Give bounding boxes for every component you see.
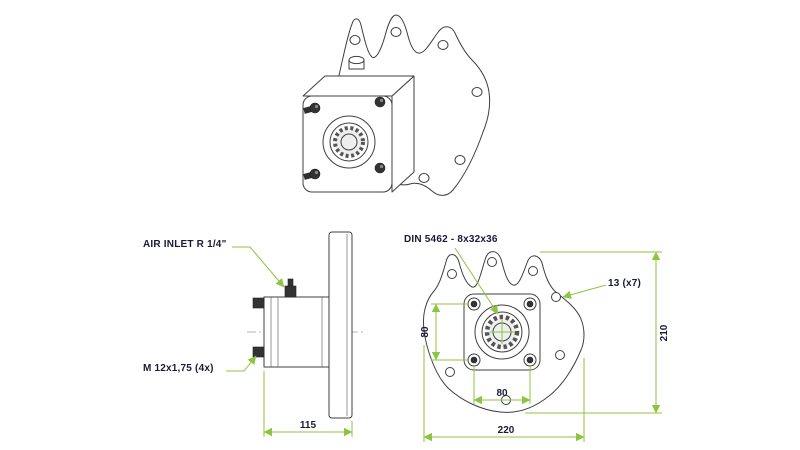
dim-80h-label: 80 — [496, 388, 508, 399]
thread-label: M 12x1,75 (4x) — [143, 363, 214, 374]
side-bolts — [252, 297, 265, 358]
isometric-view — [302, 14, 491, 196]
hole-spec-label: 13 (x7) — [608, 278, 641, 289]
annotation-spline-spec: DIN 5462 - 8x32x36 — [404, 234, 499, 315]
annotation-hole-spec: 13 (x7) — [562, 278, 641, 299]
air-inlet-label: AIR INLET R 1/4" — [143, 239, 227, 250]
front-spline-bore — [474, 304, 530, 360]
side-flange-plate — [328, 231, 353, 419]
dim-115-label: 115 — [300, 420, 317, 431]
iso-flange-holes — [349, 27, 483, 183]
annotation-air-inlet: AIR INLET R 1/4" — [143, 239, 285, 288]
dim-80v-label: 80 — [420, 326, 431, 338]
iso-spline-bore — [322, 115, 376, 169]
iso-body — [302, 55, 415, 193]
iso-bolts — [303, 96, 386, 180]
dimension-80-horizontal: 80 — [473, 366, 531, 405]
iso-filler-plug — [348, 55, 365, 70]
front-view: DIN 5462 - 8x32x36 13 (x7) 80 80 210 — [404, 234, 670, 442]
side-view: 115 AIR INLET R 1/4" M 12x1,75 (4x) — [143, 231, 363, 437]
side-body — [263, 296, 330, 368]
dimension-220: 220 — [423, 345, 585, 442]
spline-spec-label: DIN 5462 - 8x32x36 — [404, 234, 498, 245]
dim-220-label: 220 — [498, 425, 515, 436]
dimension-115: 115 — [263, 371, 353, 437]
annotation-mounting-thread: M 12x1,75 (4x) — [143, 355, 257, 374]
dim-210-label: 210 — [659, 324, 670, 341]
dimension-80-vertical: 80 — [420, 303, 468, 361]
front-bolts — [467, 297, 537, 367]
dimension-210: 210 — [525, 251, 670, 414]
side-air-inlet-fitting — [284, 278, 297, 298]
